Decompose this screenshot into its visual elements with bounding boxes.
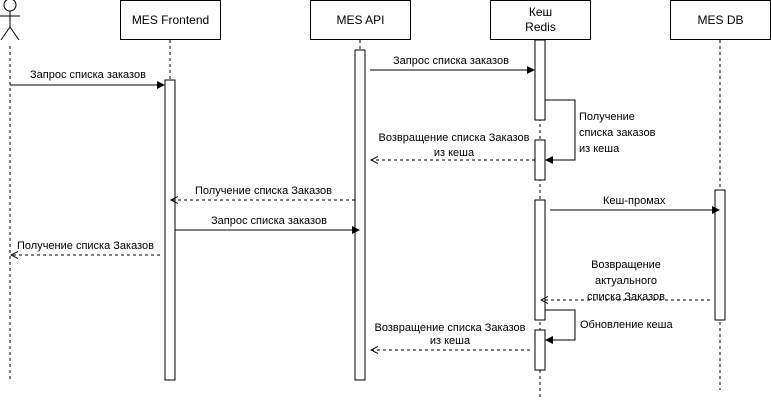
participant-mes-db: MES DB [670, 0, 771, 40]
activation-redis-3 [534, 199, 546, 321]
arrow-m3-self [545, 99, 576, 164]
message-m2-label: Запрос списка заказов [393, 55, 509, 67]
activation-db [714, 189, 726, 321]
message-m11-label: Возвращение списка Заказов из кеша [375, 322, 526, 347]
participant-mes-api: MES API [310, 0, 411, 40]
message-m11-line2: из кеша [429, 335, 471, 347]
message-m7-label: Получение списка Заказов [17, 240, 154, 252]
arrow-m10-self [545, 309, 576, 344]
message-m9-line2: актуального [595, 275, 657, 287]
message-m9-line3: списка Заказов [586, 291, 666, 303]
participant-mes-db-label: MES DB [697, 12, 744, 27]
message-m11-line1: Возвращение списка Заказов [374, 322, 526, 334]
actor-user-icon [0, 0, 20, 41]
message-m9-line1: Возвращение [591, 259, 661, 271]
message-m9-label: Возвращение актуального списка Заказов [587, 259, 665, 303]
message-m4-line1: Возвращение списка Заказов [378, 132, 530, 144]
message-m3-line3: из кеша [579, 143, 620, 155]
participant-redis-label-line2: Redis [525, 20, 556, 34]
participant-redis-cache: Кеш Redis [490, 0, 591, 40]
message-m4-label: Возвращение списка Заказов из кеша [379, 132, 530, 159]
message-m8-label: Кеш-промах [603, 195, 666, 207]
message-m5-label: Получение списка Заказов [195, 185, 332, 197]
message-m10-label: Обновление кеша [580, 319, 673, 331]
message-m4-line2: из кеша [433, 147, 475, 159]
activation-redis-2 [534, 139, 546, 181]
message-m3-line2: списка заказов [579, 127, 656, 139]
participant-mes-frontend: MES Frontend [120, 0, 221, 40]
message-m3-label: Получение списка заказов из кеша [579, 111, 655, 155]
activation-api [354, 49, 366, 381]
message-m1-label: Запрос списка заказов [30, 69, 146, 81]
activation-redis-1 [534, 39, 546, 121]
participant-mes-api-label: MES API [336, 12, 385, 27]
participant-mes-frontend-label: MES Frontend [131, 12, 210, 27]
participant-redis-label-line1: Кеш [528, 5, 553, 19]
activation-frontend [164, 79, 176, 381]
message-m6-label: Запрос списка заказов [211, 215, 327, 227]
activation-redis-4 [534, 329, 546, 371]
message-m3-line1: Получение [579, 111, 635, 123]
